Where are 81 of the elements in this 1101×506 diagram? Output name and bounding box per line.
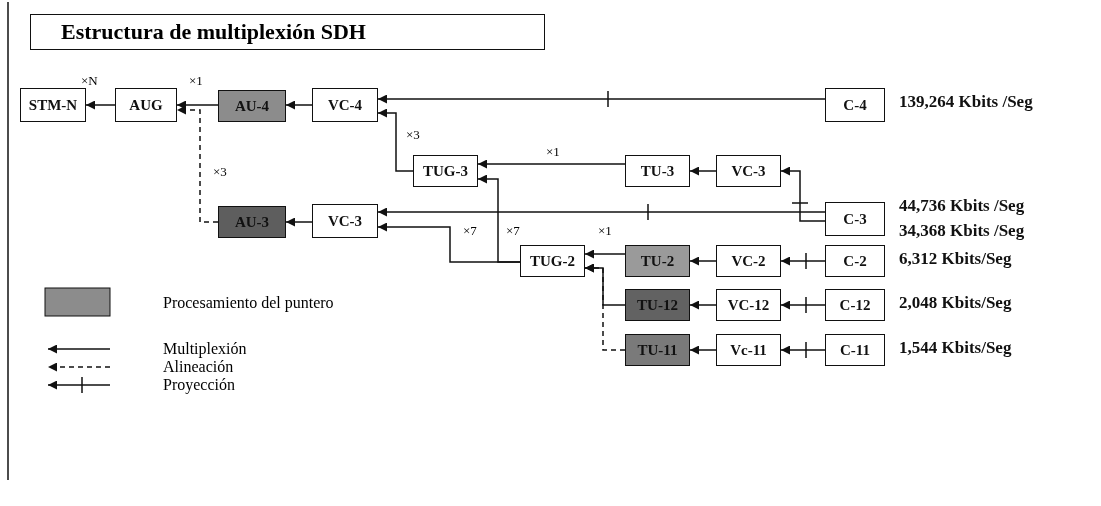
bit-rate-label: 44,736 Kbits /Seg [899,196,1025,216]
node-label: C-12 [839,296,871,314]
process-box [716,155,781,187]
multiplex-arrow [689,166,717,176]
node-label: TUG-3 [423,162,468,180]
node-label: VC-3 [731,162,766,180]
legend-label: Alineación [163,358,234,376]
multiplex-arrow [689,345,717,355]
node-label: STM-N [28,96,78,114]
process-box [716,245,781,277]
process-box [312,204,378,238]
node-label: C-2 [843,252,867,270]
multiplex-arrow [689,300,717,310]
process-box [716,334,781,366]
multiplex-arrow [584,249,626,259]
node-label: VC-2 [731,252,766,270]
multiplex-arrow [477,159,626,169]
node-label: TU-2 [640,252,675,270]
node-label: VC-3 [327,212,363,230]
legend-label: Procesamiento del puntero [163,294,334,312]
edge-label: ×1 [188,74,204,88]
bit-rate-label: 1,544 Kbits/Seg [899,338,1012,358]
node-label: VC-12 [727,296,770,314]
edge-label: ×N [80,74,99,88]
multiplex-arrow [285,100,313,110]
multiplex-arrow [377,108,414,172]
multiplex-arrow [85,100,116,110]
node-label: C-4 [843,96,867,114]
pointer-processing-box [625,289,690,321]
process-box [825,289,885,321]
process-box [625,155,690,187]
edge-label: ×1 [545,145,561,159]
edge-label: ×7 [505,224,521,238]
bit-rate-label: 34,368 Kbits /Seg [899,221,1025,241]
node-label: TUG-2 [530,252,575,270]
bit-rate-label: 6,312 Kbits/Seg [899,249,1012,269]
bit-rate-label: 139,264 Kbits /Seg [899,92,1033,112]
node-label: TU-12 [637,296,678,314]
bit-rate-label: 2,048 Kbits/Seg [899,293,1012,313]
projection-arrow [377,203,826,221]
multiplex-arrow [285,217,313,227]
projection-arrow [377,90,826,108]
pointer-processing-box [625,245,690,277]
projection-arrow [780,296,826,314]
process-box [312,88,378,122]
multiplex-arrow [176,100,219,110]
node-label: AU-3 [234,213,270,231]
process-box [825,202,885,236]
node-label: Vc-11 [730,341,767,359]
node-label: TU-3 [640,162,675,180]
legend-label: Proyección [163,376,235,394]
process-box [825,245,885,277]
projection-arrow [780,166,826,222]
edge-label: ×7 [462,224,478,238]
projection-arrow [780,341,826,359]
multiplex-arrow [689,256,717,266]
edge-label: ×3 [212,165,228,179]
alignment-arrow [584,263,626,351]
node-label: AU-4 [234,97,270,115]
process-box [520,245,585,277]
node-label: VC-4 [327,96,363,114]
process-box [115,88,177,122]
node-label: C-3 [843,210,867,228]
process-box [825,88,885,122]
pointer-processing-box [218,90,286,122]
process-box [716,289,781,321]
multiplex-arrow [477,174,521,263]
pointer-processing-box [625,334,690,366]
process-box [20,88,86,122]
legend-label: Multiplexión [163,340,247,358]
pointer-processing-box [218,206,286,238]
edge-label: ×1 [597,224,613,238]
alignment-arrow [176,105,219,223]
node-label: TU-11 [637,341,678,359]
process-box [825,334,885,366]
diagram-title: Estructura de multiplexión SDH [30,14,545,50]
node-label: C-11 [840,341,870,359]
process-box [413,155,478,187]
node-label: AUG [129,96,163,114]
projection-arrow [780,252,826,270]
edge-label: ×3 [405,128,421,142]
